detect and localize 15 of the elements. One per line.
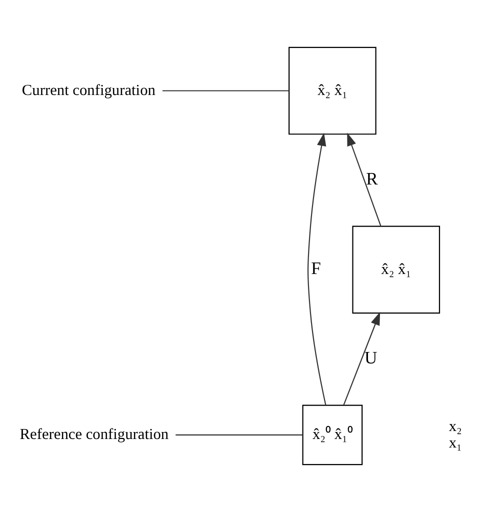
node-text: Current configuration xyxy=(22,81,156,98)
node-text: Reference configuration xyxy=(20,426,169,443)
node-box: x̂₂ x̂₁ xyxy=(352,225,440,314)
label: x₂ xyxy=(448,417,462,434)
connector xyxy=(176,434,303,436)
arrow xyxy=(343,311,380,405)
edge-label: F xyxy=(311,257,321,278)
node-box: x̂₂⁰ x̂₁⁰ xyxy=(302,404,363,465)
edge-label: R xyxy=(366,168,378,188)
edge-label: U xyxy=(364,346,378,367)
connector xyxy=(162,90,289,91)
node-box: x̂₂ x̂₁ xyxy=(288,46,376,134)
arrow xyxy=(307,132,326,405)
label: x₁ xyxy=(448,434,462,451)
arrow xyxy=(347,132,382,226)
